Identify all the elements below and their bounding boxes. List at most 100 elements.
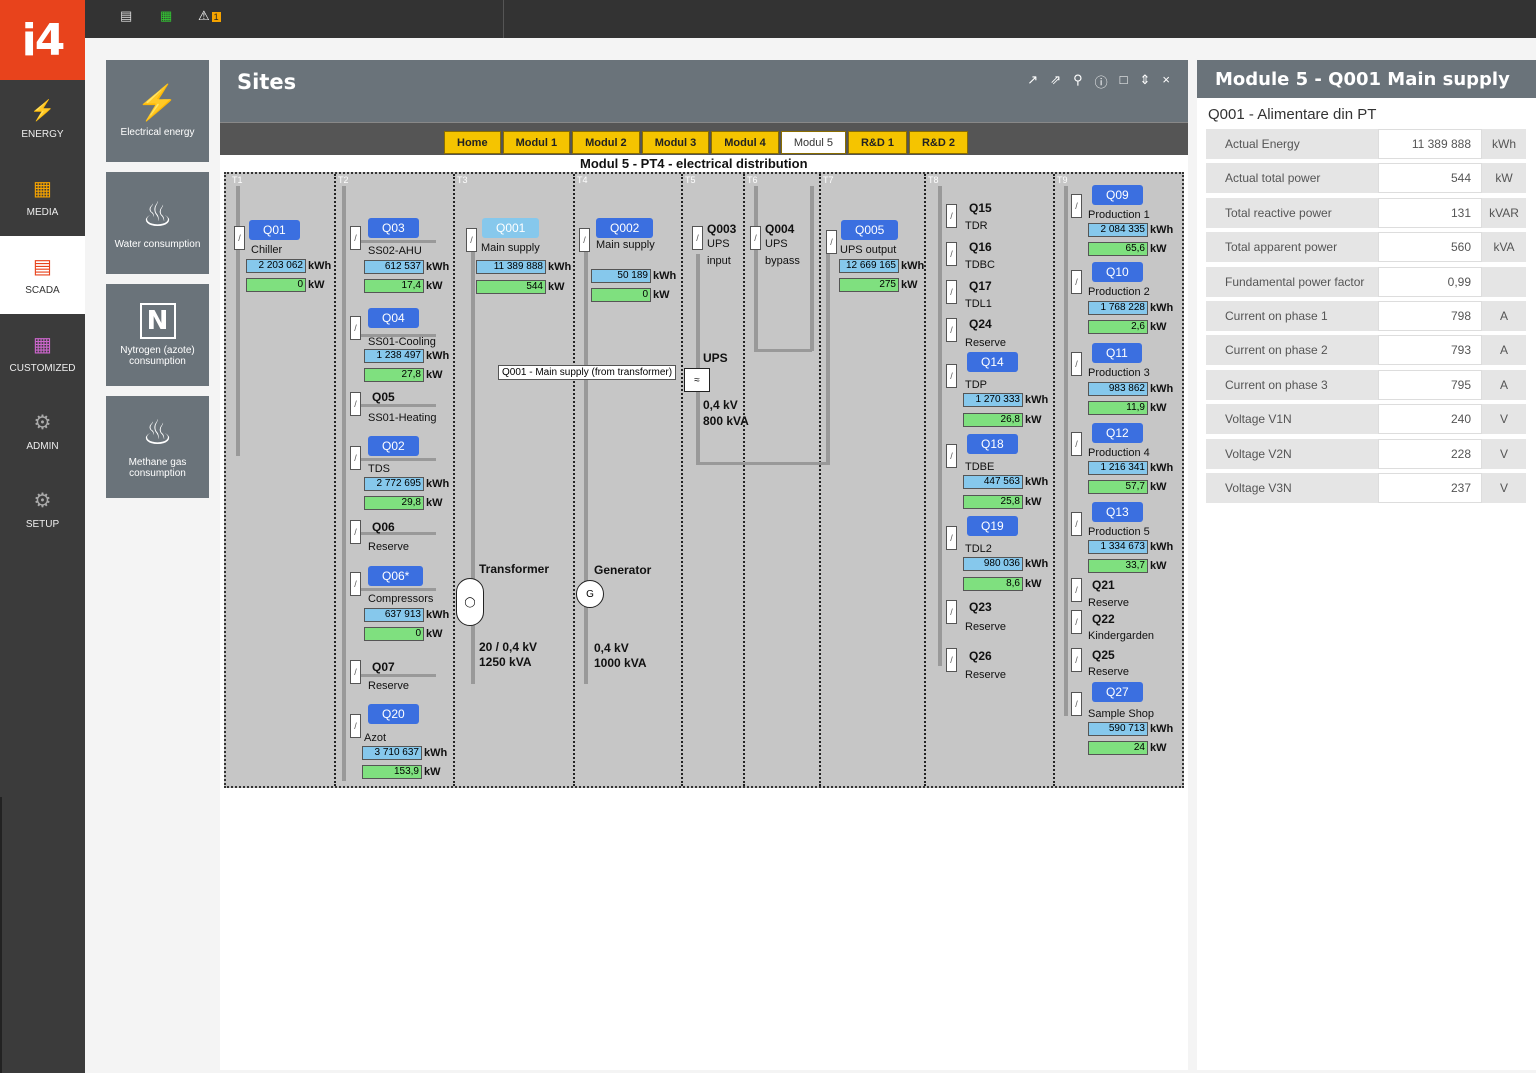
column-tag: T6 [747, 175, 758, 185]
unit-label: kWh [426, 261, 450, 273]
q11-button[interactable]: Q11 [1092, 343, 1142, 363]
q12-button[interactable]: Q12 [1092, 423, 1143, 443]
breaker-switch[interactable]: / [946, 318, 957, 342]
feeder-name: Production 2 [1088, 286, 1150, 298]
q01-button[interactable]: Q01 [249, 220, 300, 240]
q005-button[interactable]: Q005 [841, 220, 899, 240]
breaker-switch[interactable]: / [946, 242, 957, 266]
tap-icon: ♨ [142, 195, 173, 234]
unit-label: kWh [426, 609, 450, 621]
app-logo[interactable]: i4 [0, 0, 85, 80]
feeder-name: UPS [765, 238, 788, 250]
breaker-switch[interactable]: / [350, 316, 361, 340]
tab-modul-2[interactable]: Modul 2 [572, 131, 640, 154]
measurement-value: 798 [1378, 300, 1482, 331]
sidebar-item-admin[interactable]: ⚙ADMIN [0, 392, 85, 470]
power-value: 2,6 [1088, 320, 1148, 334]
feeder-name: TDL2 [965, 543, 992, 555]
breaker-switch[interactable]: / [1071, 648, 1082, 672]
breaker-switch[interactable]: / [1071, 352, 1082, 376]
q002-button[interactable]: Q002 [596, 218, 654, 238]
external-link-icon[interactable]: ↗ [1027, 72, 1039, 87]
tile-methane[interactable]: ♨Methane gas consumption [106, 396, 209, 498]
sidebar-item-energy[interactable]: ⚡ENERGY [0, 80, 85, 158]
alert-icon[interactable]: ⚠1 [198, 8, 221, 23]
q001-button[interactable]: Q001 [482, 218, 540, 238]
sheet-icon[interactable]: ▦ [160, 8, 173, 23]
column-divider [743, 174, 745, 786]
breaker-switch[interactable]: / [946, 204, 957, 228]
breaker-switch[interactable]: / [1071, 194, 1082, 218]
tile-electrical-energy[interactable]: ⚡Electrical energy [106, 60, 209, 162]
breaker-switch[interactable]: / [826, 230, 837, 254]
sidebar-item-customized[interactable]: ▦CUSTOMIZED [0, 314, 85, 392]
breaker-switch[interactable]: / [1071, 270, 1082, 294]
q19-button[interactable]: Q19 [967, 516, 1018, 536]
breaker-switch[interactable]: / [350, 520, 361, 544]
tab-rd-1[interactable]: R&D 1 [847, 131, 907, 154]
energy-value: 980 036 [963, 557, 1023, 571]
breaker-switch[interactable]: / [750, 226, 761, 250]
q14-button[interactable]: Q14 [967, 352, 1018, 372]
q06-star-button[interactable]: Q06* [368, 566, 424, 586]
breaker-switch[interactable]: / [350, 392, 361, 416]
breaker-switch[interactable]: / [350, 226, 361, 250]
breaker-switch[interactable]: / [579, 228, 590, 252]
resize-icon[interactable]: ⇕ [1139, 72, 1151, 87]
sidebar-item-media[interactable]: ▦MEDIA [0, 158, 85, 236]
feeder-id: Q26 [969, 649, 992, 663]
list-icon[interactable]: ▤ [120, 8, 133, 23]
tab-home[interactable]: Home [444, 131, 501, 154]
breaker-switch[interactable]: / [946, 526, 957, 550]
q02-button[interactable]: Q02 [368, 436, 419, 456]
breaker-switch[interactable]: / [350, 446, 361, 470]
tab-modul-5[interactable]: Modul 5 [780, 131, 846, 154]
breaker-switch[interactable]: / [946, 444, 957, 468]
breaker-switch[interactable]: / [1071, 692, 1082, 716]
breaker-switch[interactable]: / [350, 572, 361, 596]
q10-button[interactable]: Q10 [1092, 262, 1143, 282]
breaker-switch[interactable]: / [946, 280, 957, 304]
info-icon[interactable]: ⓘ [1094, 75, 1108, 90]
sidebar-item-label: SETUP [25, 519, 60, 530]
breaker-switch[interactable]: / [350, 660, 361, 684]
tab-modul-1[interactable]: Modul 1 [502, 131, 571, 154]
breaker-switch[interactable]: / [946, 364, 957, 388]
breaker-switch[interactable]: / [692, 226, 703, 250]
q18-button[interactable]: Q18 [967, 434, 1018, 454]
sidebar-item-scada[interactable]: ▤SCADA [0, 236, 85, 314]
breaker-switch[interactable]: / [1071, 578, 1082, 602]
share-icon[interactable]: ⇗ [1050, 72, 1062, 87]
q13-button[interactable]: Q13 [1092, 502, 1143, 522]
q20-button[interactable]: Q20 [368, 704, 419, 724]
tile-water[interactable]: ♨Water consumption [106, 172, 209, 274]
unit-label: kW [1150, 560, 1167, 572]
panel-subtitle: Q001 - Alimentare din PT [1208, 106, 1377, 123]
breaker-switch[interactable]: / [466, 228, 477, 252]
breaker-switch[interactable]: / [946, 648, 957, 672]
breaker-switch[interactable]: / [234, 226, 245, 250]
breaker-switch[interactable]: / [1071, 610, 1082, 634]
feeder-id: Q17 [969, 279, 992, 293]
tab-modul-3[interactable]: Modul 3 [641, 131, 710, 154]
pin-icon[interactable]: ⚲ [1073, 72, 1083, 87]
breaker-switch[interactable]: / [1071, 512, 1082, 536]
close-icon[interactable]: × [1162, 72, 1170, 87]
breaker-switch[interactable]: / [350, 714, 361, 738]
feeder-name: Production 4 [1088, 447, 1150, 459]
q03-button[interactable]: Q03 [368, 218, 419, 238]
breaker-switch[interactable]: / [1071, 432, 1082, 456]
sidebar-item-setup[interactable]: ⚙SETUP [0, 470, 85, 548]
tab-rd-2[interactable]: R&D 2 [908, 131, 968, 154]
measurement-value: 131 [1378, 197, 1482, 228]
bus-bar [236, 186, 240, 456]
tab-modul-4[interactable]: Modul 4 [711, 131, 779, 154]
q09-button[interactable]: Q09 [1092, 185, 1143, 205]
q27-button[interactable]: Q27 [1092, 682, 1143, 702]
pdf-icon[interactable]: □ [1119, 72, 1128, 87]
breaker-switch[interactable]: / [946, 600, 957, 624]
q04-button[interactable]: Q04 [368, 308, 419, 328]
